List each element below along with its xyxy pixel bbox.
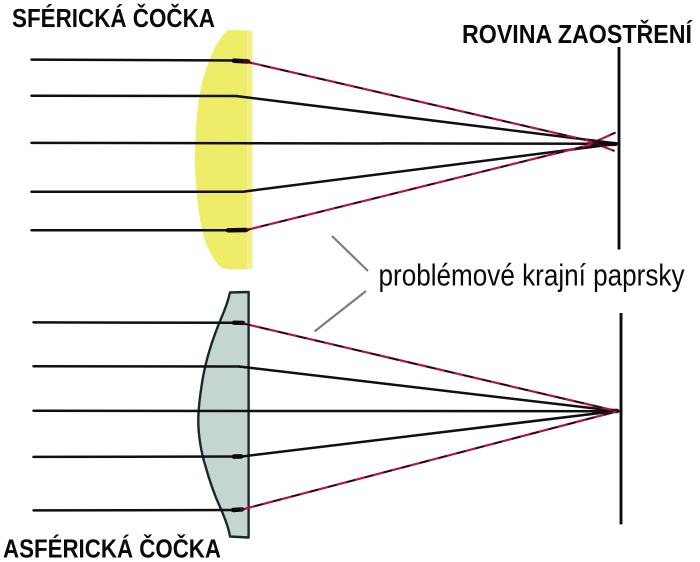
svg-text:problémové krajní paprsky: problémové krajní paprsky [379,258,685,293]
svg-text:ASFÉRICKÁ ČOČKA: ASFÉRICKÁ ČOČKA [3,534,221,562]
svg-text:SFÉRICKÁ ČOČKA: SFÉRICKÁ ČOČKA [12,3,215,33]
svg-text:ROVINA ZAOSTŘENÍ: ROVINA ZAOSTŘENÍ [462,19,693,49]
